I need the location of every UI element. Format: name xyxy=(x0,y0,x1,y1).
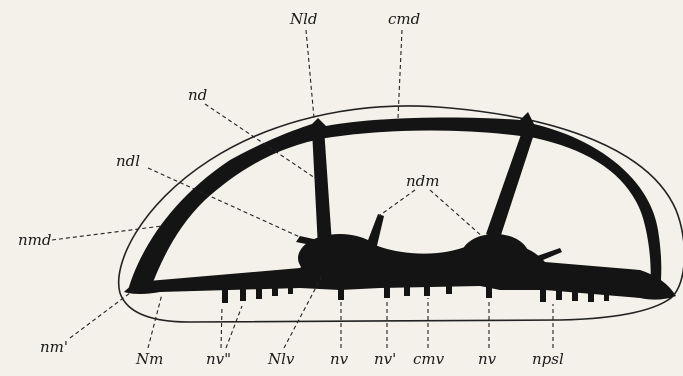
label-cmv: cmv xyxy=(413,350,445,368)
leader-cmd xyxy=(398,30,402,118)
leader-ndm-left xyxy=(376,190,415,218)
labels: Nld cmd nd ndl ndm nmd nm' Nm nv" Nlv nv… xyxy=(18,10,564,368)
leader-nv-dp-1 xyxy=(221,306,222,348)
leader-nm-prime xyxy=(70,290,134,338)
nerve-ring xyxy=(124,112,676,303)
ndm-branch-left xyxy=(365,214,384,250)
right-connective xyxy=(486,126,536,238)
label-nv-left: nv xyxy=(330,350,349,368)
label-ndm: ndm xyxy=(406,172,440,190)
right-ganglion xyxy=(461,234,529,278)
leader-Nm xyxy=(148,294,162,348)
label-Nlv: Nlv xyxy=(267,350,295,368)
label-nmd: nmd xyxy=(18,231,52,249)
label-nv-right: nv xyxy=(478,350,497,368)
label-ndl: ndl xyxy=(116,152,140,170)
label-Nld: Nld xyxy=(289,10,318,28)
label-nd: nd xyxy=(188,86,207,104)
left-connective xyxy=(312,128,332,248)
label-Nm: Nm xyxy=(135,350,163,368)
label-cmd: cmd xyxy=(388,10,420,28)
label-nv-prime: nv' xyxy=(374,350,396,368)
leader-ndm-right xyxy=(430,190,484,238)
leader-Nld xyxy=(306,30,314,118)
leader-lines xyxy=(52,30,553,348)
leader-nmd xyxy=(52,226,162,240)
label-nv-double-prime: nv" xyxy=(206,350,231,368)
label-npsl: npsl xyxy=(532,350,564,368)
leader-nv-dp-2 xyxy=(226,306,242,348)
label-nm-prime: nm' xyxy=(40,338,68,356)
